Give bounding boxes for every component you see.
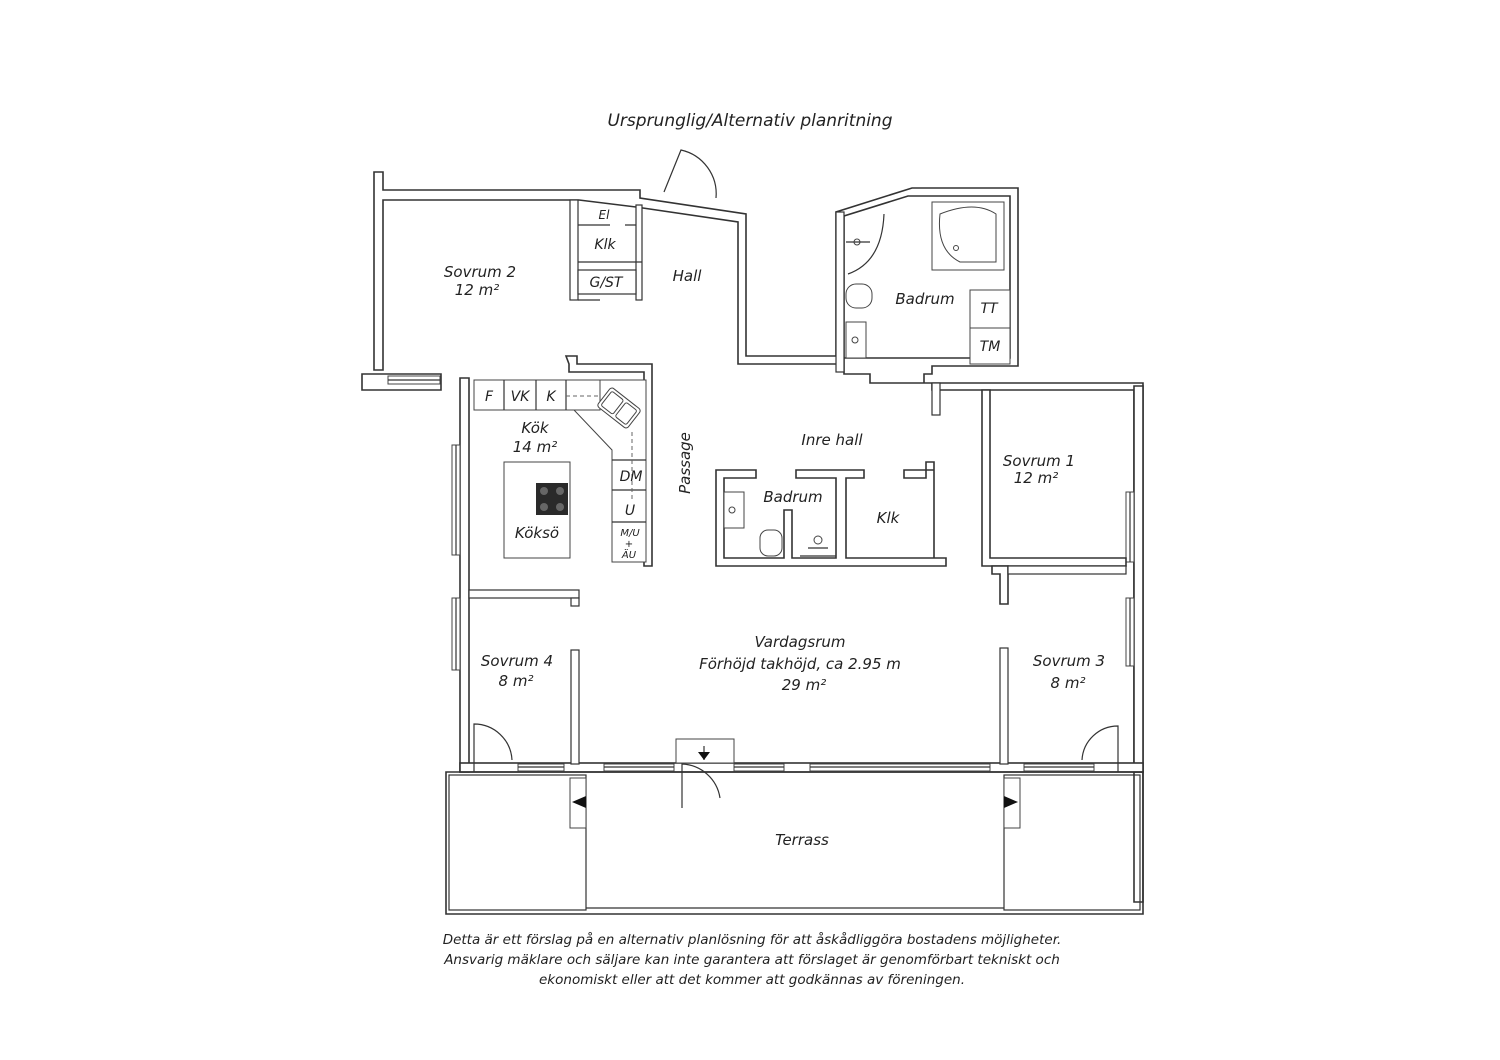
kitchen-unit-plus: + xyxy=(625,539,633,550)
room-labels: Sovrum 2 12 m² El Klk G/ST Hall Badrum T… xyxy=(444,208,1105,849)
plan-title: Ursprunglig/Alternativ planritning xyxy=(607,111,892,131)
badrum-main-label: Badrum xyxy=(895,290,954,308)
disclaimer-line-2: Ansvarig mäklare och säljare kan inte ga… xyxy=(443,952,1060,968)
klk-top-label: Klk xyxy=(594,237,616,253)
bath-fixtures xyxy=(723,201,1011,557)
sovrum3-area: 8 m² xyxy=(1051,674,1086,692)
kitchen-unit-u: U xyxy=(625,503,635,519)
koksö-label: Köksö xyxy=(515,524,559,542)
kitchen-unit-k: K xyxy=(546,389,557,405)
gst-label: G/ST xyxy=(589,275,623,291)
sovrum1-label: Sovrum 1 xyxy=(1003,452,1075,470)
kitchen-unit-f: F xyxy=(485,389,494,405)
inre-hall-label: Inre hall xyxy=(801,431,863,449)
disclaimer-line-1: Detta är ett förslag på en alternativ pl… xyxy=(443,931,1062,948)
kitchen-unit-vk: VK xyxy=(511,389,532,405)
sovrum4-area: 8 m² xyxy=(499,672,534,690)
disclaimer-line-3: ekonomiskt eller att det kommer att godk… xyxy=(539,972,965,988)
kitchen-unit-mu: M/U xyxy=(620,528,640,539)
hall-label: Hall xyxy=(673,267,703,285)
sovrum1-area: 12 m² xyxy=(1014,469,1058,487)
el-label: El xyxy=(599,208,611,222)
sovrum3-label: Sovrum 3 xyxy=(1033,652,1105,670)
sovrum2-label: Sovrum 2 xyxy=(444,263,516,281)
sovrum4-label: Sovrum 4 xyxy=(481,652,553,670)
sovrum2-area: 12 m² xyxy=(455,281,499,299)
vardagsrum-note: Förhöjd takhöjd, ca 2.95 m xyxy=(699,655,901,673)
vardagsrum-area: 29 m² xyxy=(782,676,826,694)
interior-walls xyxy=(468,199,1127,765)
tm-label: TM xyxy=(980,339,1001,355)
windows xyxy=(387,375,1135,772)
vardagsrum-label: Vardagsrum xyxy=(755,633,846,651)
tt-label: TT xyxy=(980,301,999,317)
doors xyxy=(473,149,1119,829)
klk-inner-label: Klk xyxy=(877,509,901,527)
kitchen-unit-au: ÄU xyxy=(621,548,637,561)
kitchen-unit-dm: DM xyxy=(620,469,643,485)
kok-label: Kök xyxy=(521,419,549,437)
passage-label: Passage xyxy=(676,432,694,494)
terrass-label: Terrass xyxy=(775,831,829,849)
cooktop xyxy=(536,483,568,515)
kok-area: 14 m² xyxy=(513,438,557,456)
badrum-small-label: Badrum xyxy=(763,488,822,506)
disclaimer: Detta är ett förslag på en alternativ pl… xyxy=(443,931,1062,988)
